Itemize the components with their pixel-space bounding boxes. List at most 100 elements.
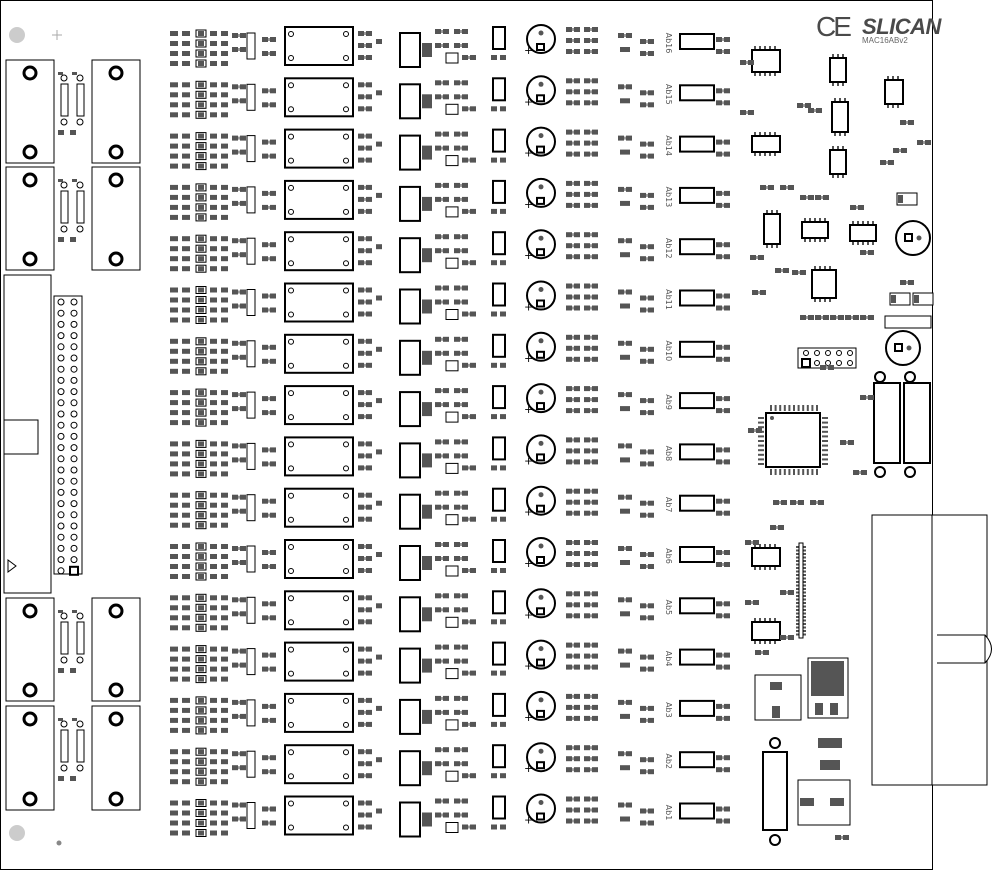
plus-sign: + <box>524 660 533 673</box>
smd-pad <box>845 315 851 320</box>
smd-pad <box>210 461 217 467</box>
smd-body <box>646 655 648 659</box>
header-pin <box>70 444 78 452</box>
header-pin <box>70 421 78 429</box>
smd-pad <box>888 160 894 165</box>
smd-body <box>364 363 366 367</box>
smd-pad <box>724 49 730 54</box>
smd-pad <box>816 469 818 475</box>
smd-pad <box>574 180 580 186</box>
smd-pad <box>764 618 766 621</box>
diode-mark <box>198 522 204 528</box>
smd-pad <box>592 715 598 721</box>
smd-pad <box>262 666 268 672</box>
smd-pad <box>758 444 764 447</box>
resistor-vertical <box>246 699 256 727</box>
smd-pad <box>58 179 63 182</box>
relay-pin <box>288 800 294 807</box>
smd-body <box>646 91 648 95</box>
smd-body <box>364 403 366 407</box>
smd-pad <box>182 512 190 518</box>
smd-body <box>806 316 808 319</box>
smd-pad <box>443 644 449 650</box>
smd-pad <box>724 498 730 504</box>
header-pin <box>70 410 78 418</box>
smd-pad <box>724 254 730 260</box>
smd-pad <box>648 295 654 301</box>
smd-pad <box>774 567 776 570</box>
smd-pad <box>779 469 782 475</box>
smd-pad <box>221 451 228 457</box>
smd-pad <box>232 662 238 668</box>
smd-pad <box>270 37 276 42</box>
smd-body <box>646 565 648 568</box>
smd-pad <box>462 747 468 753</box>
smd-pad <box>170 522 178 528</box>
smd-body <box>722 345 724 349</box>
smd-body <box>364 249 366 253</box>
smd-pad <box>618 238 624 244</box>
header-pin <box>57 388 65 396</box>
smd-body <box>786 591 788 594</box>
smd-pad <box>772 706 780 718</box>
relay <box>284 539 354 579</box>
smd-body <box>756 256 758 259</box>
smd-body <box>268 103 270 107</box>
smd-body <box>441 337 443 341</box>
smd-body <box>364 596 366 600</box>
smd-body <box>624 803 626 807</box>
smd-body <box>268 154 270 158</box>
smd-pad <box>584 488 590 494</box>
capacitor-pad-round <box>538 800 544 805</box>
smd-body <box>590 438 592 442</box>
smd-pad <box>626 546 632 551</box>
smd-body <box>722 448 724 452</box>
smd-pad <box>210 502 217 508</box>
smd-body <box>572 563 574 566</box>
smd-pad <box>887 105 889 108</box>
smd-body <box>786 636 788 639</box>
smd-pad <box>210 625 217 631</box>
resistor <box>60 621 69 655</box>
smd-pad <box>491 311 497 317</box>
smd-pad <box>358 749 364 755</box>
transistor-tab <box>422 658 432 673</box>
diode-mark <box>198 390 204 396</box>
smd-body <box>460 337 462 341</box>
smd-body <box>646 359 648 363</box>
smd-pad <box>366 504 372 510</box>
smd-pad <box>470 157 476 163</box>
smd-body <box>722 152 724 156</box>
relay-pin <box>343 721 349 728</box>
transistor-tab <box>422 145 432 160</box>
smd-pad <box>170 820 178 826</box>
capacitor-pad-round <box>916 235 922 241</box>
diode-mark <box>198 625 204 631</box>
smd-pad <box>820 760 840 770</box>
smd-pad <box>443 453 449 459</box>
smd-body <box>364 209 366 213</box>
smd-body <box>746 111 748 114</box>
smd-pad <box>366 619 372 625</box>
through-hole <box>108 251 124 267</box>
smd-pad <box>853 315 859 320</box>
smd-pad <box>857 221 859 224</box>
smd-pad <box>240 508 246 514</box>
channel-row: +Ab9 <box>170 383 730 428</box>
smd-pad <box>232 546 238 551</box>
resistor-vertical <box>246 494 256 522</box>
smd-pad <box>262 755 268 761</box>
smd-pad <box>566 562 572 567</box>
smd-pad <box>182 194 190 200</box>
smd-pad <box>182 656 190 662</box>
smd-pad <box>566 818 572 824</box>
channel-label: Ab5 <box>664 599 673 615</box>
smd-pad <box>500 362 506 368</box>
smd-pad <box>210 153 217 159</box>
smd-pad <box>566 664 572 670</box>
smd-body <box>238 663 240 667</box>
smd-pad <box>566 202 572 208</box>
smd-pad <box>358 556 364 561</box>
smd-body <box>722 819 724 823</box>
smd-pad <box>566 653 572 659</box>
